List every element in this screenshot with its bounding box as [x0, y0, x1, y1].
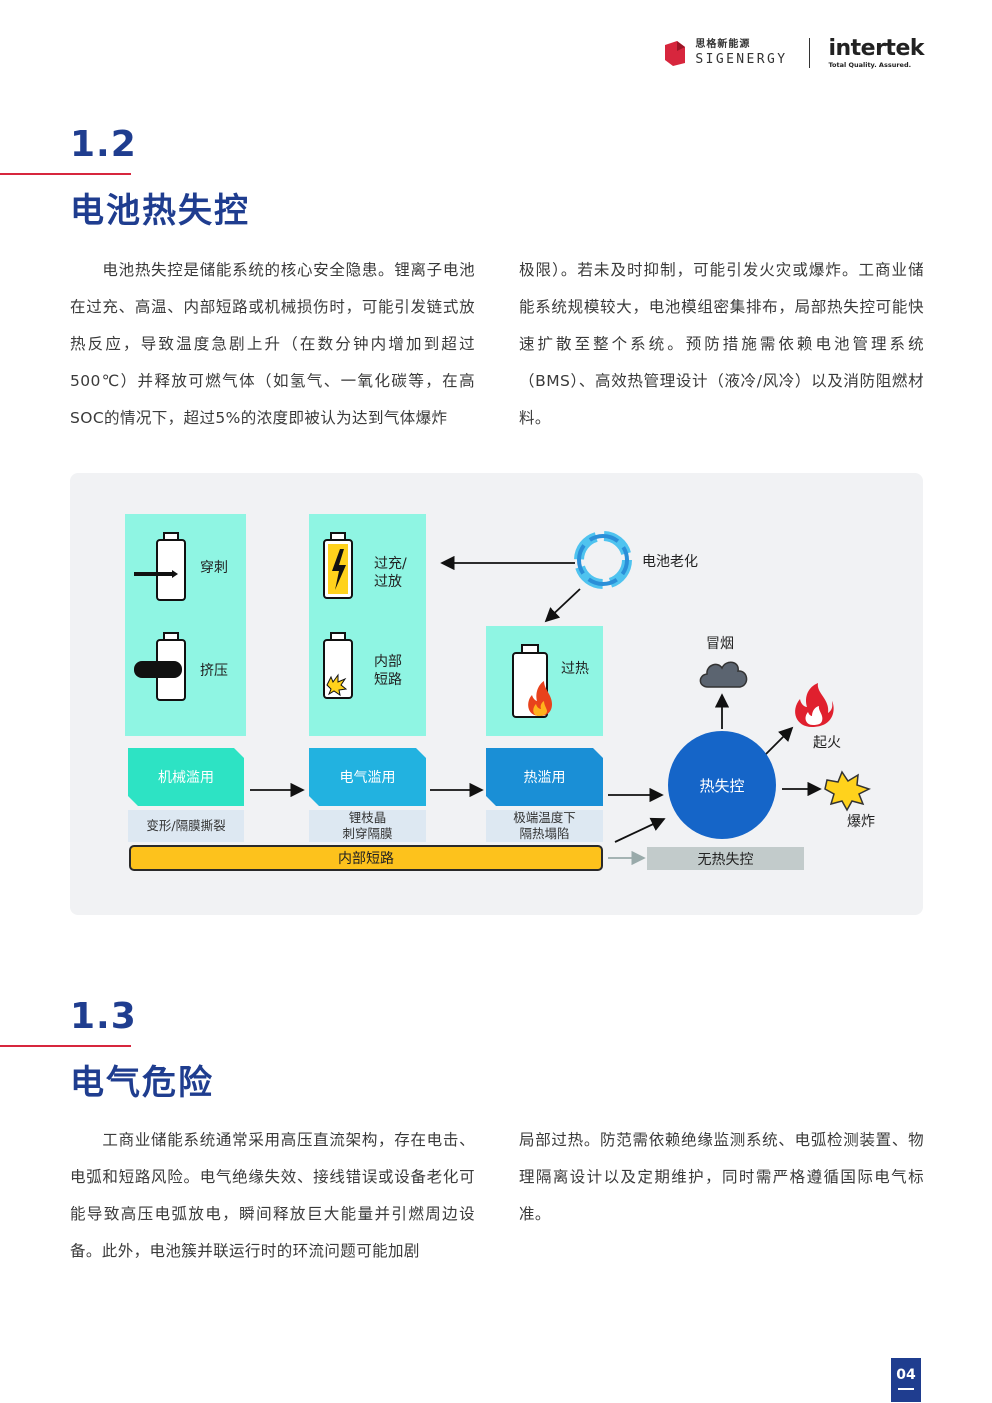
paragraph-1-3-col2: 局部过热。防范需依赖绝缘监测系统、电弧检测装置、物理隔离设计以及定期维护，同时需… [519, 1131, 924, 1223]
elec-abuse-desc: 锂枝晶 刺穿隔膜 [309, 810, 426, 842]
page-number: 04 [891, 1358, 921, 1402]
fire-icon [795, 683, 834, 727]
aging-cycle-icon [574, 531, 632, 589]
mech-abuse-desc: 变形/隔膜撕裂 [128, 810, 244, 842]
overcharge-battery-icon [323, 532, 353, 599]
section-title-1-2: 电池热失控 [70, 191, 250, 231]
thermal-runaway-node: 热失控 [668, 731, 776, 839]
section-accent-line [0, 173, 131, 175]
label-explosion: 爆炸 [847, 814, 875, 830]
smoke-icon [699, 661, 748, 688]
label-puncture: 穿刺 [200, 560, 228, 576]
label-crush: 挤压 [200, 663, 228, 679]
explosion-icon [824, 770, 871, 812]
sigenergy-logo: 思格新能源 SIGENERGY [663, 39, 787, 67]
thermal-abuse-box: 热滥用 [486, 748, 603, 806]
mech-abuse-box: 机械滥用 [128, 748, 244, 806]
brand-cn: 思格新能源 [695, 39, 751, 50]
label-smoke: 冒烟 [706, 636, 734, 652]
elec-abuse-box: 电气滥用 [309, 748, 426, 806]
partner-tagline: Total Quality. Assured. [828, 60, 912, 69]
section-accent-line [0, 1045, 131, 1047]
diagram-graphics [134, 531, 871, 866]
paragraph-1-2-col2: 极限）。若未及时抑制，可能引发火灾或爆炸。工商业储能系统规模较大，电池模组密集排… [519, 261, 924, 427]
intertek-logo: intertek Total Quality. Assured. [828, 35, 924, 69]
logo-divider [809, 38, 811, 68]
section-number-1-3: 1.3 [70, 996, 137, 1037]
paragraph-1-2-col1: 电池热失控是储能系统的核心安全隐患。锂离子电池在过充、高温、内部短路或机械损伤时… [70, 261, 475, 427]
internal-short-bar: 内部短路 [129, 845, 603, 871]
sigenergy-mark-icon [665, 41, 686, 66]
partner-name: intertek [828, 35, 924, 61]
header-logos: 思格新能源 SIGENERGY intertek Total Quality. … [663, 36, 924, 70]
label-overheat: 过热 [561, 661, 589, 677]
label-internal-short: 内部 短路 [374, 654, 402, 688]
label-aging: 电池老化 [642, 554, 698, 570]
section-title-1-3: 电气危险 [70, 1063, 214, 1103]
no-runaway-box: 无热失控 [647, 847, 804, 870]
thermal-runaway-diagram: 穿刺 挤压 过充/ 过放 内部 短路 电池老化 过热 冒烟 起火 爆炸 机械滥用… [70, 473, 923, 915]
overheat-battery-icon [512, 644, 552, 718]
paragraph-1-3-col1: 工商业储能系统通常采用高压直流架构，存在电击、电弧和短路风险。电气绝缘失效、接线… [70, 1131, 475, 1260]
puncture-battery-icon [134, 532, 186, 601]
thermal-abuse-desc: 极端温度下 隔热塌陷 [486, 810, 603, 842]
internal-short-battery-icon [323, 632, 353, 699]
crush-battery-icon [134, 632, 186, 701]
label-fire: 起火 [813, 735, 841, 751]
section-number-1-2: 1.2 [70, 124, 137, 165]
brand-en: SIGENERGY [695, 52, 788, 67]
label-overcharge: 过充/ 过放 [374, 556, 407, 590]
